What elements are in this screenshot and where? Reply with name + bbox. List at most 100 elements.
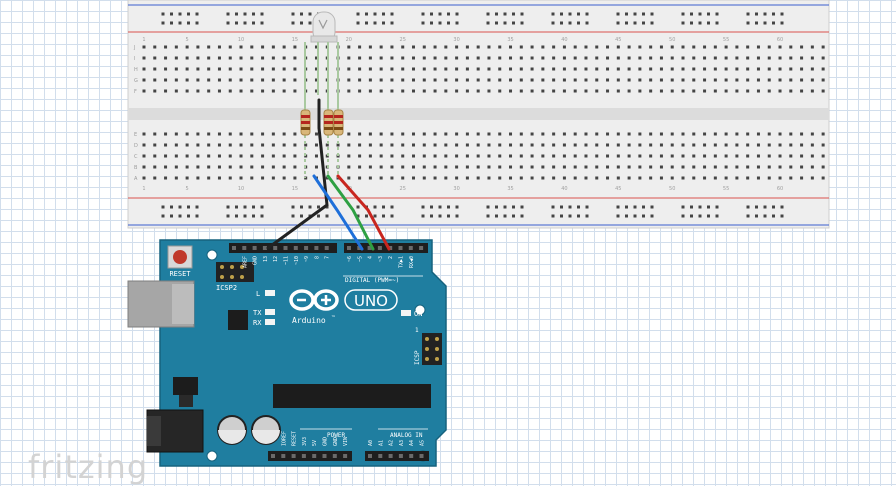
breadboard-hole [444,143,448,147]
header-pin[interactable] [273,246,278,250]
breadboard-hole [401,89,405,93]
wires[interactable] [266,98,391,251]
header-pin[interactable] [332,454,337,458]
header-pin[interactable] [283,246,288,250]
breadboard-hole [713,176,717,180]
header-pin[interactable] [324,246,329,250]
analog-header[interactable] [365,451,429,461]
breadboard-hole [368,45,372,49]
breadboard-hole [778,132,782,136]
header-pin[interactable] [347,246,351,250]
red-wire[interactable] [336,174,391,251]
pin-label: A1 [378,440,384,446]
header-pin[interactable] [408,246,413,250]
breadboard-hole [368,176,372,180]
breadboard-hole [465,89,469,93]
pin-label: ~6 [347,256,353,262]
icsp-label: ICSP [414,350,421,365]
rgb-led[interactable] [304,11,339,110]
header-pin[interactable] [343,454,348,458]
breadboard-hole [164,78,168,82]
breadboard-hole [153,154,157,158]
gnd-wire[interactable] [266,98,329,250]
breadboard-hole [821,143,825,147]
header-pin[interactable] [388,246,393,250]
breadboard-hole [390,67,394,71]
rail-hole [447,214,450,218]
rail-hole [650,12,654,16]
header-pin[interactable] [409,454,414,458]
breadboard-hole [735,154,739,158]
breadboard-hole [498,56,502,60]
breadboard-hole [800,45,804,49]
header-pin[interactable] [419,454,424,458]
header-pin[interactable] [252,246,257,250]
header-pin[interactable] [291,454,296,458]
breadboard-hole [692,67,696,71]
column-number: 5 [186,186,189,192]
rail-hole [382,21,385,25]
breadboard-hole [142,89,146,93]
header-pin[interactable] [388,454,393,458]
breadboard-hole [358,154,362,158]
header-pin[interactable] [262,246,267,250]
breadboard-hole [509,78,513,82]
resistors[interactable] [300,109,344,178]
breadboard-hole [649,89,653,93]
header-pin[interactable] [368,454,372,458]
breadboard-hole [649,45,653,49]
breadboard-hole [519,67,523,71]
rail-hole [243,21,247,25]
blue-wire[interactable] [312,174,364,251]
breadboard-hole [509,143,513,147]
breadboard-hole [573,78,577,82]
breadboard-hole [487,165,491,169]
header-pin[interactable] [357,246,362,250]
header-pin[interactable] [232,246,236,250]
breadboard-hole [552,143,556,147]
breadboard-hole [444,89,448,93]
breadboard-hole [541,143,545,147]
reset-button-cap[interactable] [173,250,187,264]
breadboard-hole [627,56,631,60]
header-pin[interactable] [304,246,309,250]
breadboard-hole [821,132,825,136]
breadboard-hole [573,89,577,93]
header-pin[interactable] [378,454,383,458]
green-wire[interactable] [326,174,375,251]
header-pin[interactable] [281,454,286,458]
header-pin[interactable] [322,454,327,458]
header-pin[interactable] [367,246,372,250]
header-pin[interactable] [314,246,319,250]
breadboard-hole [595,56,599,60]
breadboard-hole [562,176,566,180]
breadboard-hole [789,154,793,158]
breadboard-hole [271,132,275,136]
header-pin[interactable] [398,246,403,250]
digital-header-right[interactable] [344,243,428,253]
breadboard-hole [271,176,275,180]
rail-hole [568,12,572,16]
resistor-2[interactable] [323,109,334,136]
digital-header-left[interactable] [229,243,337,253]
header-pin[interactable] [398,454,403,458]
header-pin[interactable] [271,454,275,458]
header-pin[interactable] [293,246,298,250]
header-pin[interactable] [242,246,247,250]
rail-hole [772,21,775,25]
resistor-3[interactable] [333,109,344,136]
breadboard-hole [498,45,502,49]
header-pin[interactable] [377,246,382,250]
header-pin[interactable] [419,246,424,250]
fritzing-watermark: fritzing [28,448,149,486]
breadboard-hole [455,89,459,93]
breadboard-hole [541,132,545,136]
breadboard-hole [455,67,459,71]
rail-hole [560,12,563,16]
header-pin[interactable] [312,454,317,458]
header-pin[interactable] [301,454,306,458]
power-header[interactable] [268,451,352,461]
rail-hole [520,214,524,218]
rail-hole [681,205,685,209]
resistor-1[interactable] [300,109,311,136]
